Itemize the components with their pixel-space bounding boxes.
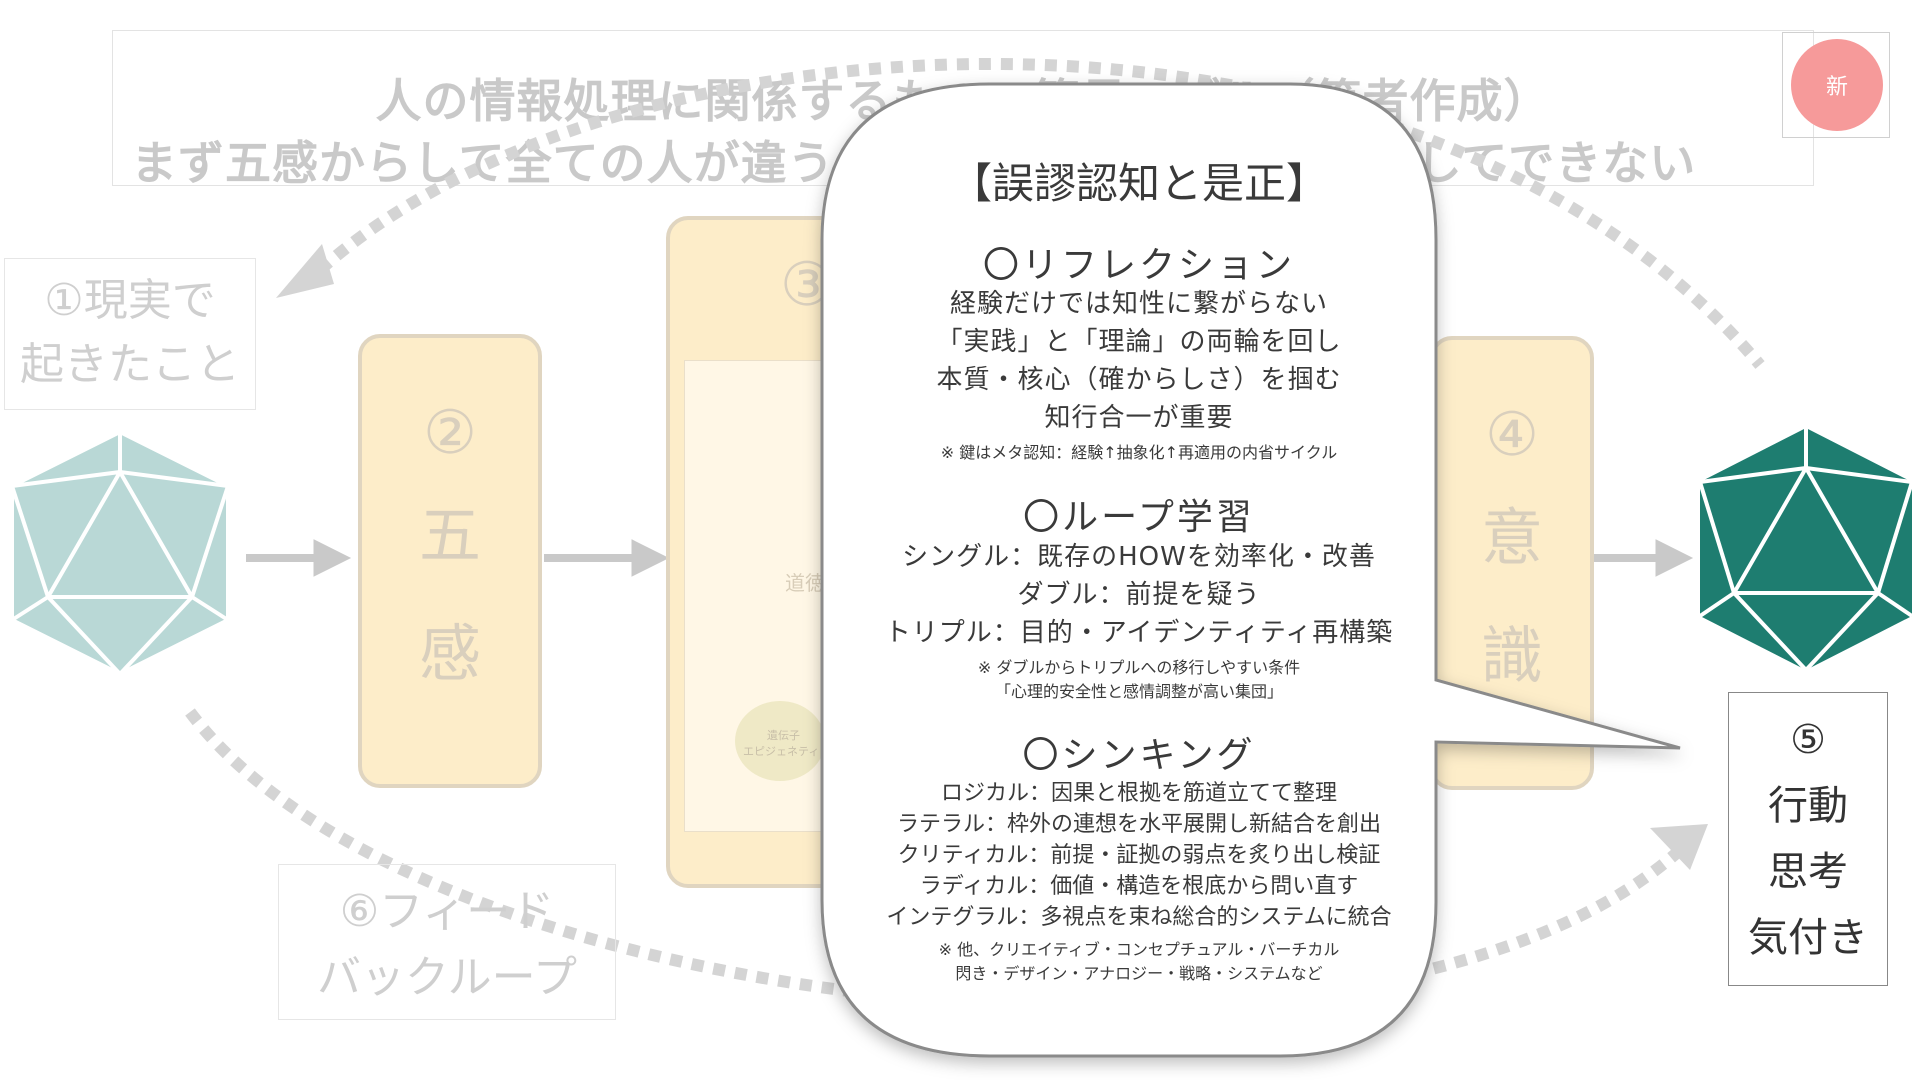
loop-line-2: ダブル：前提を疑う bbox=[1017, 580, 1261, 610]
reflection-line-2: 「実践」と「理論」の両輪を回し bbox=[936, 327, 1342, 357]
feedback-arc-top bbox=[315, 57, 1765, 369]
step-1-line-1: ①現実で bbox=[44, 275, 216, 326]
loop-line-1: シングル：既存のHOWを効率化・改善 bbox=[902, 542, 1376, 572]
step-4-number: ④ bbox=[1485, 400, 1539, 470]
thinking-line-1: ロジカル：因果と根拠を筋道立てて整理 bbox=[940, 781, 1337, 806]
loop-line-3: トリプル：目的・アイデンティティ再構築 bbox=[884, 618, 1394, 648]
arrow-1-2 bbox=[246, 539, 352, 577]
new-badge-frame: 新 bbox=[1782, 32, 1890, 138]
thinking-heading: 〇シンキング bbox=[1022, 735, 1256, 776]
arc-bottom-arrowhead bbox=[1650, 824, 1708, 870]
reflection-heading: 〇リフレクション bbox=[982, 245, 1295, 286]
loop-heading: 〇ループ学習 bbox=[1023, 497, 1255, 538]
bubble-title: 【誤謬認知と是正】 bbox=[949, 159, 1328, 208]
new-badge: 新 bbox=[1791, 39, 1883, 131]
step-5-number: ⑤ bbox=[1790, 717, 1826, 763]
reflection-line-3: 本質・核心（確からしさ）を掴む bbox=[936, 365, 1342, 395]
step-6-line-1: ⑥フィード bbox=[339, 886, 555, 937]
thinking-note-1: ※ 他、クリエイティブ・コンセプチュアル・バーチカル bbox=[938, 940, 1340, 959]
inner-blob bbox=[735, 701, 825, 781]
step-2-char-2: 感 bbox=[418, 617, 481, 690]
step-5-line-1: 行動 bbox=[1768, 783, 1848, 829]
reflection-line-4: 知行合一が重要 bbox=[1044, 403, 1234, 433]
step-2-panel: ② 五 感 bbox=[358, 334, 542, 788]
speech-bubble-shape bbox=[820, 82, 1681, 1058]
step-5-box: ⑤ 行動 思考 気付き bbox=[1728, 692, 1888, 986]
step-4-char-2: 識 bbox=[1480, 619, 1543, 692]
inner-label-1: 道徳 bbox=[785, 571, 825, 595]
step-5-line-2: 思考 bbox=[1768, 849, 1848, 895]
step-6-box: ⑥フィード バックループ bbox=[278, 864, 616, 1020]
inner-label-3: エピジェネティ bbox=[743, 745, 820, 758]
loop-note-2: 「心理的安全性と感情調整が高い集団」 bbox=[994, 682, 1283, 701]
step-1-line-2: 起きたこと bbox=[20, 339, 240, 390]
step-4-char-1: 意 bbox=[1480, 501, 1543, 574]
thinking-line-2: ラテラル：枠外の連想を水平展開し新結合を創出 bbox=[896, 812, 1381, 837]
feedback-arc-bottom bbox=[185, 708, 1685, 1013]
inner-label-2: 遺伝子 bbox=[767, 729, 800, 742]
icosahedron-left-icon bbox=[10, 430, 230, 676]
reflection-note: ※ 鍵はメタ認知：経験↑抽象化↑再適用の内省サイクル bbox=[940, 443, 1338, 462]
step-2-number: ② bbox=[423, 398, 477, 468]
step-5-line-3: 気付き bbox=[1748, 915, 1868, 961]
thinking-line-5: インテグラル：多視点を束ね総合的システムに統合 bbox=[886, 905, 1392, 930]
thinking-line-3: クリティカル：前提・証拠の弱点を炙り出し検証 bbox=[897, 843, 1381, 868]
arrow-2-3 bbox=[544, 539, 670, 577]
step-6-line-2: バックループ bbox=[316, 952, 578, 1003]
icosahedron-right-icon bbox=[1698, 428, 1914, 672]
arrow-4-5 bbox=[1594, 539, 1694, 577]
arc-top-arrowhead bbox=[276, 244, 334, 298]
thinking-line-4: ラディカル：価値・構造を根底から問い直す bbox=[919, 874, 1359, 899]
reflection-line-1: 経験だけでは知性に繋がらない bbox=[949, 289, 1328, 319]
thinking-note-2: 閃き・デザイン・アナロジー・戦略・システムなど bbox=[955, 964, 1323, 983]
step-1-box: ①現実で 起きたこと bbox=[4, 258, 256, 410]
loop-note-1: ※ ダブルからトリプルへの移行しやすい条件 bbox=[977, 658, 1301, 677]
step-2-char-1: 五 bbox=[418, 499, 481, 572]
